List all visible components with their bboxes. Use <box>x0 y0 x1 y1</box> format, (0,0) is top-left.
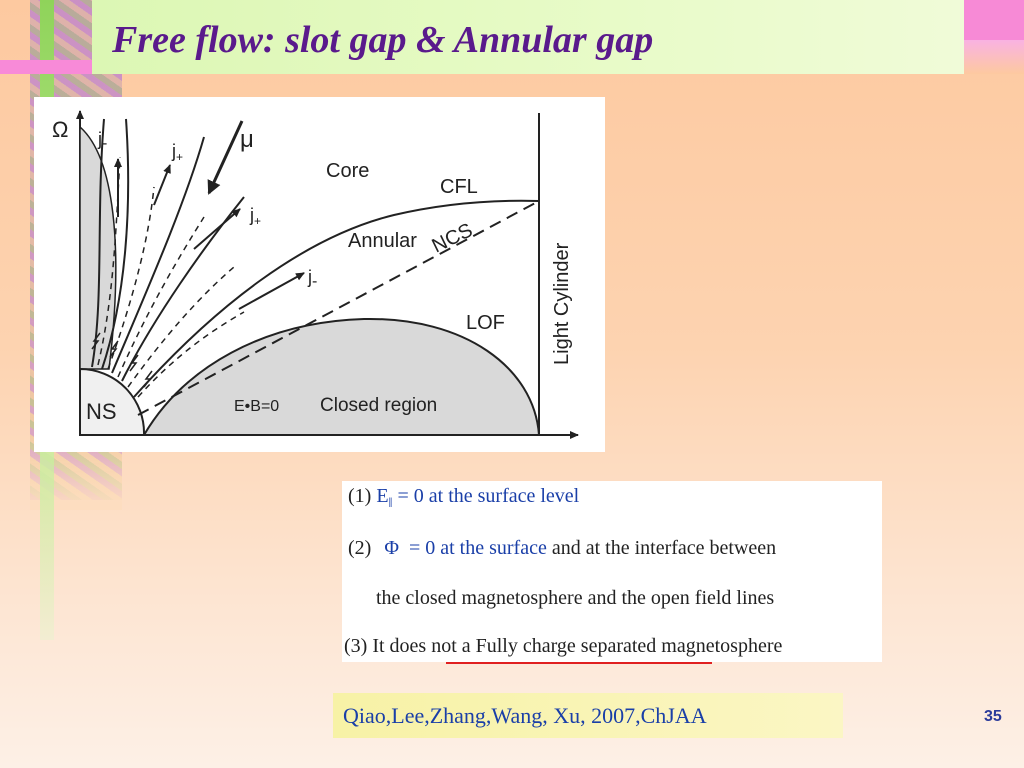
closed-region-label: Closed region <box>320 395 437 416</box>
gap-dashed-line <box>137 311 245 398</box>
decorative-pink-bar <box>0 60 98 74</box>
gap-dashed-line <box>97 156 121 366</box>
omega-axis-label: Ω <box>52 117 68 142</box>
condition-2: (2) Φ = 0 at the surface and at the inte… <box>348 537 776 560</box>
current-arrow-j-plus-2 <box>193 208 241 250</box>
gap-dashed-line <box>127 266 235 388</box>
cfl-label: CFL <box>440 176 478 198</box>
ncs-label: NCS <box>429 219 477 257</box>
polar-cap-region <box>79 125 117 370</box>
core-label: Core <box>326 160 369 182</box>
condition-2-rest: and at the interface between <box>546 537 777 559</box>
slide-title: Free flow: slot gap & Annular gap <box>112 19 654 61</box>
spark-icon <box>91 332 101 350</box>
lof-label: LOF <box>466 312 505 334</box>
neutron-star-shape <box>79 367 146 436</box>
open-field-line <box>121 196 245 382</box>
mu-arrow <box>207 120 244 195</box>
light-cylinder-label: Light Cylinder <box>551 242 573 365</box>
current-arrow-j-plus-1 <box>153 164 171 206</box>
condition-3: (3) It does not a Fully charge separated… <box>344 635 783 657</box>
ns-label: NS <box>86 399 117 424</box>
diagram-svg: Ω j- j+ μ j+ j- Core CFL Annular NCS LOF… <box>52 110 579 439</box>
gap-dashed-line <box>117 216 205 378</box>
condition-2-number: (2) <box>348 537 372 559</box>
magnetosphere-diagram: Ω j- j+ μ j+ j- Core CFL Annular NCS LOF… <box>34 97 605 452</box>
mu-label: μ <box>240 126 254 153</box>
j-plus-label-1: j+ <box>171 141 183 164</box>
title-bar <box>92 0 964 74</box>
condition-2-phi: Φ = 0 at the surface <box>384 537 547 559</box>
j-plus-label-2: j+ <box>249 205 261 228</box>
open-field-line <box>101 118 130 370</box>
page-number: 35 <box>984 708 1002 725</box>
spark-icon <box>109 340 119 358</box>
conditions-panel: (1) E‖ = 0 at the surface level (2) Φ = … <box>342 481 882 664</box>
spark-icon <box>129 354 139 372</box>
condition-1: (1) E‖ = 0 at the surface level <box>348 485 579 512</box>
condition-1-number: (1) <box>348 485 372 507</box>
decorative-pink-corner <box>964 0 1024 40</box>
critical-field-line <box>133 199 540 398</box>
condition-1-e: E‖ = 0 at the surface level <box>376 485 580 511</box>
current-arrow-j-minus-2 <box>238 272 305 310</box>
eb-label: E•B=0 <box>234 398 279 415</box>
j-minus-label-1: j- <box>97 129 107 152</box>
closed-region-shape <box>142 317 541 436</box>
annular-label: Annular <box>348 230 417 252</box>
condition-2-line2: the closed magnetosphere and the open fi… <box>376 587 775 609</box>
spark-icon <box>143 370 153 388</box>
citation-box: Qiao,Lee,Zhang,Wang, Xu, 2007,ChJAA <box>333 693 843 738</box>
open-field-line <box>111 136 205 374</box>
j-minus-label-2: j- <box>307 267 317 290</box>
emphasis-underline <box>446 662 712 664</box>
decorative-pink-corner-fade <box>964 40 1024 74</box>
